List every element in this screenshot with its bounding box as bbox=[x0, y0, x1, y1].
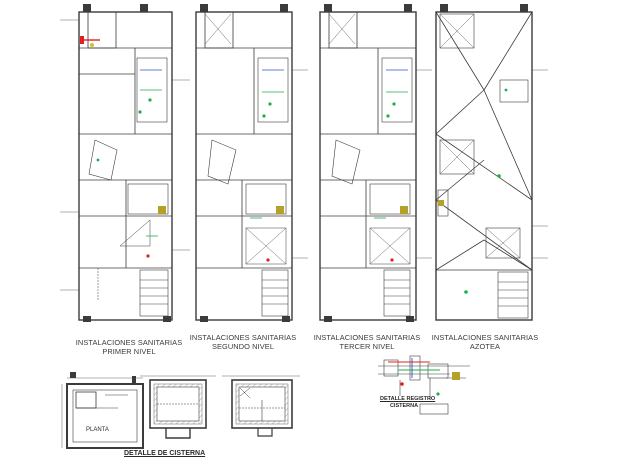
caption-line2: PRIMER NIVEL bbox=[102, 347, 156, 356]
caption-line2: SEGUNDO NIVEL bbox=[211, 342, 275, 351]
plan-tercer-nivel bbox=[319, 4, 432, 322]
caption-line2: AZOTEA bbox=[469, 342, 501, 351]
registro-title: DETALLE REGISTRO bbox=[380, 396, 436, 402]
plan-primer-nivel bbox=[60, 4, 190, 322]
registro-detail bbox=[378, 355, 470, 415]
plan-azotea-pipes bbox=[438, 88, 508, 294]
plan-segundo-nivel-pipes bbox=[250, 69, 284, 262]
caption-line1: INSTALACIONES SANITARIAS bbox=[189, 333, 297, 342]
plan-tercer-nivel-pipes bbox=[374, 69, 408, 262]
plan-caption-tercer-nivel: INSTALACIONES SANITARIAS TERCER NIVEL bbox=[312, 333, 422, 351]
registro-detail-pipes bbox=[388, 358, 460, 396]
cistern-plan-view bbox=[61, 372, 144, 449]
registro-detail-title: DETALLE REGISTRO CISTERNA bbox=[380, 396, 435, 410]
plan-primer-nivel-pipes bbox=[80, 36, 166, 258]
plan-caption-primer-nivel: INSTALACIONES SANITARIAS PRIMER NIVEL bbox=[74, 338, 184, 356]
caption-line1: INSTALACIONES SANITARIAS bbox=[313, 333, 421, 342]
registro-subtitle: CISTERNA bbox=[389, 403, 419, 409]
cistern-section-b bbox=[222, 375, 300, 437]
plan-caption-azotea: INSTALACIONES SANITARIAS AZOTEA bbox=[430, 333, 540, 351]
cistern-plan-label: PLANTA bbox=[86, 427, 109, 433]
cistern-detail-title: DETALLE DE CISTERNA bbox=[124, 450, 206, 457]
plan-caption-segundo-nivel: INSTALACIONES SANITARIAS SEGUNDO NIVEL bbox=[188, 333, 298, 351]
cistern-section-a bbox=[140, 375, 216, 439]
caption-line2: TERCER NIVEL bbox=[339, 342, 395, 351]
caption-line1: INSTALACIONES SANITARIAS bbox=[75, 338, 183, 347]
plan-segundo-nivel bbox=[195, 4, 308, 322]
caption-line1: INSTALACIONES SANITARIAS bbox=[431, 333, 539, 342]
plan-azotea bbox=[435, 4, 548, 321]
